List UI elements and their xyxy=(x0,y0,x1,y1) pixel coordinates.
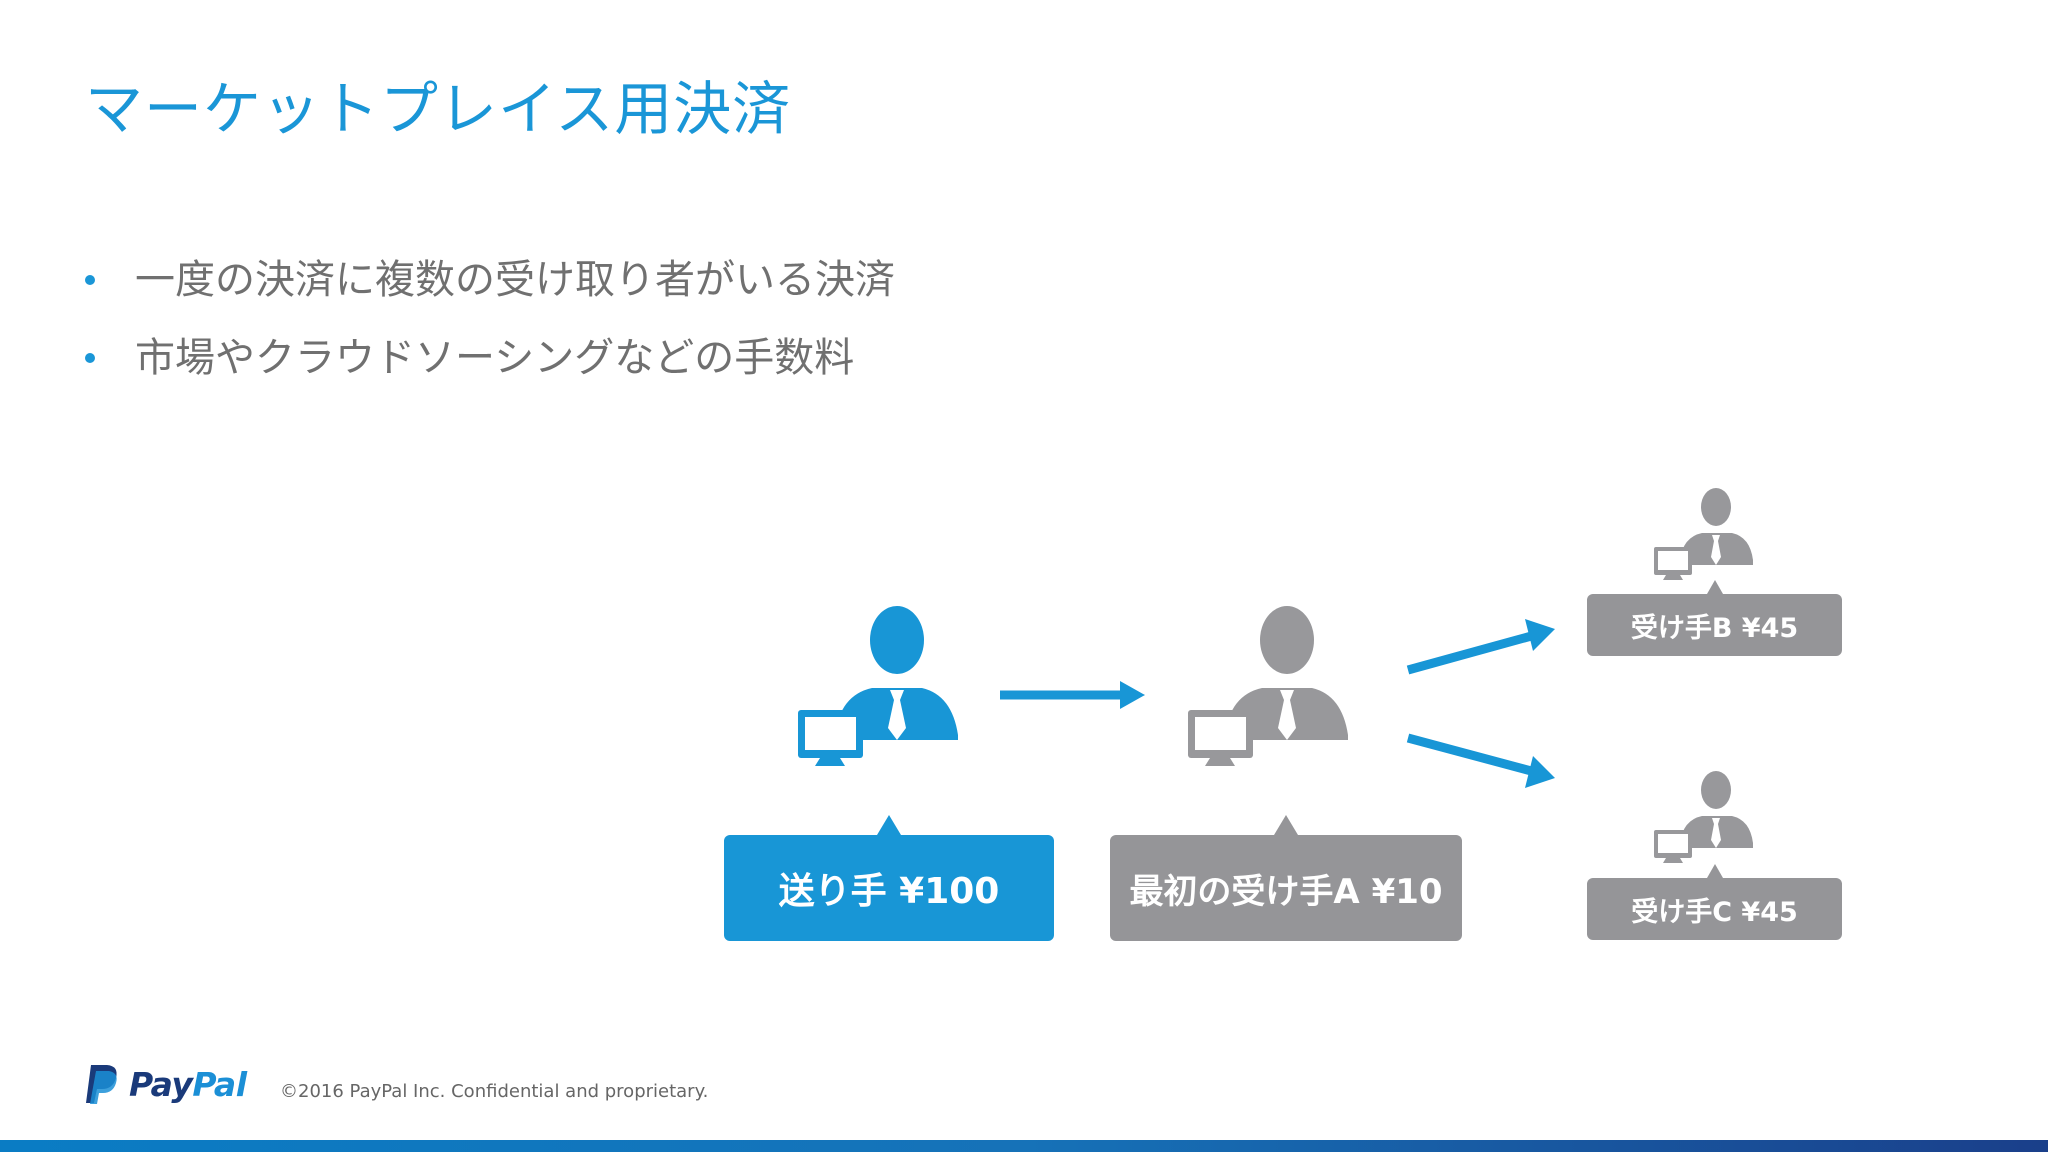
receiver-c-label: 受け手C ¥45 xyxy=(1631,896,1798,928)
copyright-text: ©2016 PayPal Inc. Confidential and propr… xyxy=(280,1081,709,1102)
receiver-b-label-box: 受け手B ¥45 xyxy=(1587,580,1842,656)
receiver-a-label: 最初の受け手A ¥10 xyxy=(1129,871,1443,912)
bullet-item: 一度の決済に複数の受け取り者がいる決済 xyxy=(85,255,895,333)
brand-pay: Pay xyxy=(129,1064,193,1104)
callout-notch xyxy=(1706,864,1723,878)
sender-person-icon xyxy=(798,606,958,766)
receiver-b-person-icon xyxy=(1654,488,1753,580)
paypal-wordmark: PayPal xyxy=(129,1065,247,1104)
receiver-a-label-box: 最初の受け手A ¥10 xyxy=(1110,815,1462,941)
receiver-a-person-icon xyxy=(1188,606,1348,766)
sender-label: 送り手 ¥100 xyxy=(778,871,1000,912)
bullet-list: 一度の決済に複数の受け取り者がいる決済 市場やクラウドソーシングなどの手数料 xyxy=(85,255,895,411)
callout-notch xyxy=(877,815,901,835)
paypal-p-icon xyxy=(86,1065,117,1104)
bullet-text: 市場やクラウドソーシングなどの手数料 xyxy=(135,335,855,381)
paypal-logo: PayPal xyxy=(85,1063,247,1105)
bottom-accent-bar xyxy=(0,1140,2048,1152)
bullet-dot xyxy=(85,275,95,285)
bullet-item: 市場やクラウドソーシングなどの手数料 xyxy=(85,333,895,411)
receiver-c-label-box: 受け手C ¥45 xyxy=(1587,864,1842,940)
receiver-b-label: 受け手B ¥45 xyxy=(1630,612,1799,644)
slide-title: マーケットプレイス用決済 xyxy=(85,75,792,143)
sender-label-box: 送り手 ¥100 xyxy=(724,815,1054,941)
arrow-up-right-icon xyxy=(1406,619,1555,675)
callout-notch xyxy=(1274,815,1298,835)
arrow-right-icon xyxy=(1000,681,1145,709)
receiver-c-person-icon xyxy=(1654,771,1753,863)
arrow-down-right-icon xyxy=(1406,733,1555,788)
callout-notch xyxy=(1706,580,1723,594)
bullet-text: 一度の決済に複数の受け取り者がいる決済 xyxy=(135,257,895,303)
brand-pal: Pal xyxy=(192,1064,247,1104)
bullet-dot xyxy=(85,353,95,363)
